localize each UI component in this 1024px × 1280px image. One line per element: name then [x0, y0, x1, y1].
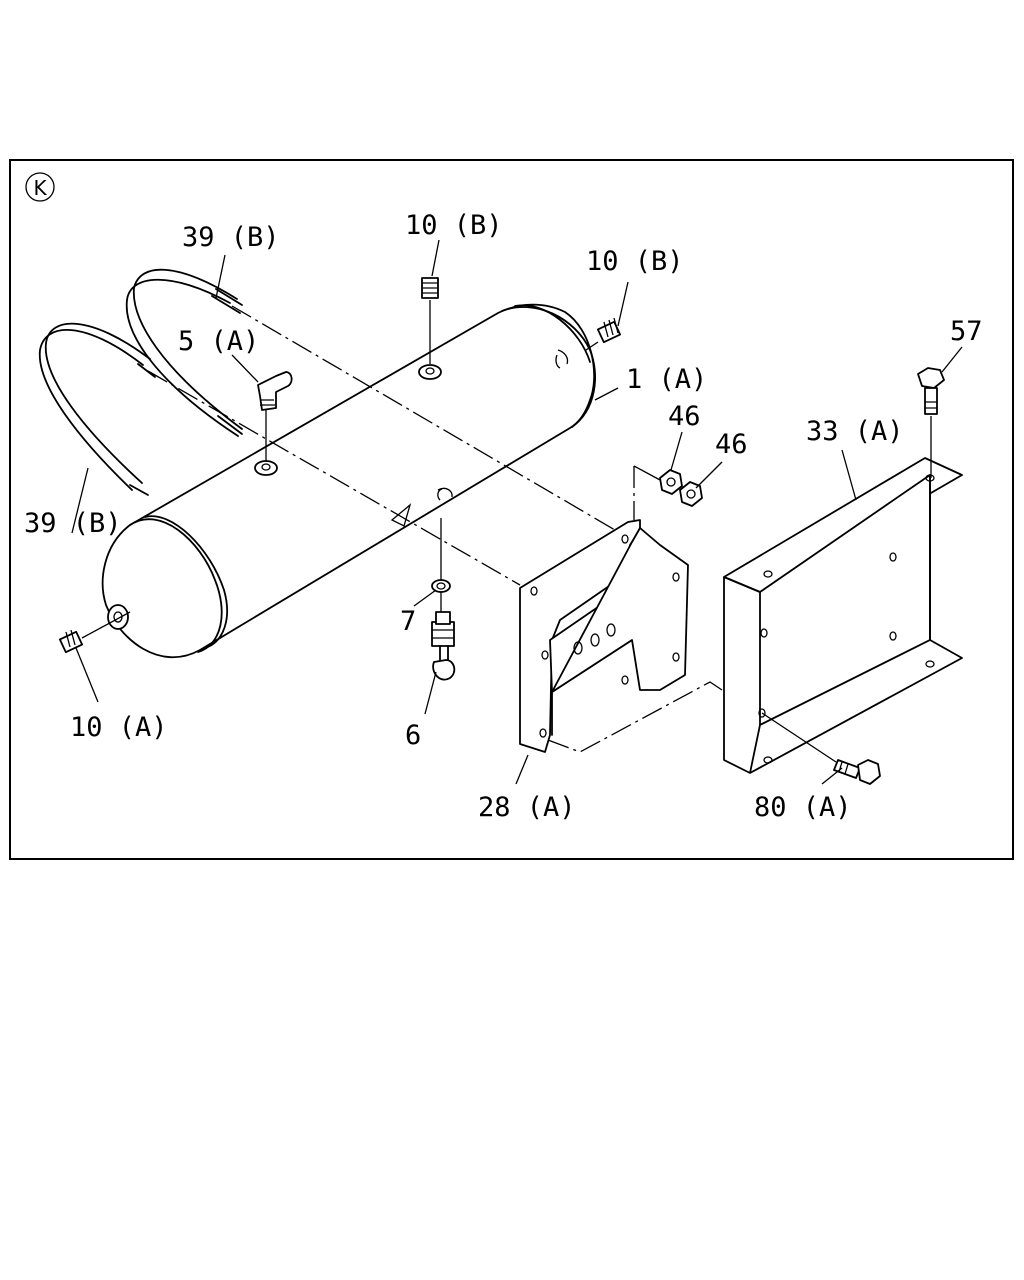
tank-boss-top: [418, 364, 442, 380]
assembly-lines: [81, 300, 932, 763]
elbow-fitting: [257, 371, 293, 411]
plug-10b-end: [596, 317, 622, 344]
air-tank: [101, 303, 596, 659]
label-plug-a: 10 (A): [70, 712, 168, 743]
nut-46-a: [659, 469, 683, 495]
tank-band-lower: [38, 322, 156, 496]
label-bracket: 28 (A): [478, 792, 576, 823]
label-tank: 1 (A): [626, 364, 707, 395]
label-fitting-elbow: 5 (A): [178, 326, 259, 357]
support-plate-33a: [723, 457, 963, 774]
drain-valve-6: [431, 611, 456, 681]
label-drain-valve: 6: [405, 720, 421, 751]
plug-10a: [58, 629, 84, 654]
label-band-upper: 39 (B): [182, 222, 280, 253]
callout-labels: 39 (B) 10 (B) 10 (B) 5 (A) 1 (A) 57 46 3…: [24, 210, 983, 823]
bolt-80a: [833, 759, 881, 785]
label-support-plate: 33 (A): [806, 416, 904, 447]
drain-boss-marker: [390, 487, 453, 527]
tank-band-upper: [125, 268, 243, 437]
tank-boss-elbow: [254, 460, 278, 476]
label-plug-b-top: 10 (B): [405, 210, 503, 241]
label-bolt-bottom: 80 (A): [754, 792, 852, 823]
label-bolt-top: 57: [950, 316, 983, 347]
bolt-57: [917, 367, 945, 415]
plug-10b-top: [421, 277, 439, 299]
view-marker-letter: K: [33, 176, 47, 200]
label-plug-b-end: 10 (B): [586, 246, 684, 277]
label-nut-1: 46: [668, 401, 701, 432]
tank-boss-end: [107, 604, 129, 630]
diagram-frame: [9, 159, 1014, 860]
label-band-lower: 39 (B): [24, 508, 122, 539]
leader-lines: [71, 239, 963, 785]
label-washer: 7: [400, 606, 416, 637]
bracket-28a: [519, 519, 689, 753]
label-nut-2: 46: [715, 429, 748, 460]
view-marker: K: [25, 172, 55, 202]
